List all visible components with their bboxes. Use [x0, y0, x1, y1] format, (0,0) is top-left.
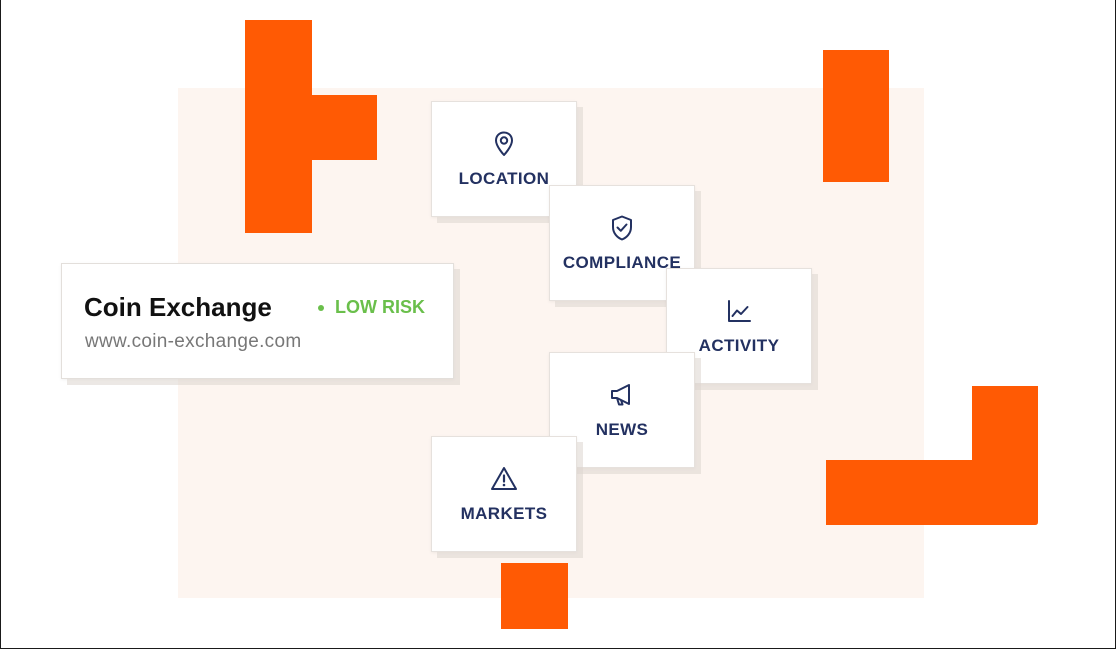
orange-l-shape	[826, 386, 1038, 525]
orange-square-bottom	[501, 563, 568, 629]
location-pin-icon	[495, 131, 513, 156]
megaphone-icon	[611, 384, 630, 406]
orange-t-shape	[245, 20, 377, 233]
activity-label: ACTIVITY	[698, 336, 780, 355]
status-dot-icon	[318, 304, 324, 311]
warning-triangle-icon	[491, 467, 517, 490]
site-name: Coin Exchange	[84, 292, 272, 322]
risk-badge: LOW RISK	[318, 297, 425, 318]
shield-check-icon	[612, 215, 632, 241]
location-card: LOCATION	[431, 101, 577, 217]
risk-label: LOW RISK	[335, 297, 425, 317]
line-chart-icon	[728, 300, 751, 322]
site-url: www.coin-exchange.com	[85, 331, 302, 352]
location-label: LOCATION	[458, 169, 550, 188]
news-label: NEWS	[595, 420, 649, 439]
site-card: Coin Exchange LOW RISK www.coin-exchange…	[61, 263, 454, 379]
markets-card: MARKETS	[431, 436, 577, 552]
orange-bar-top-right	[823, 50, 889, 182]
markets-label: MARKETS	[460, 504, 548, 523]
compliance-label: COMPLIANCE	[562, 253, 682, 272]
